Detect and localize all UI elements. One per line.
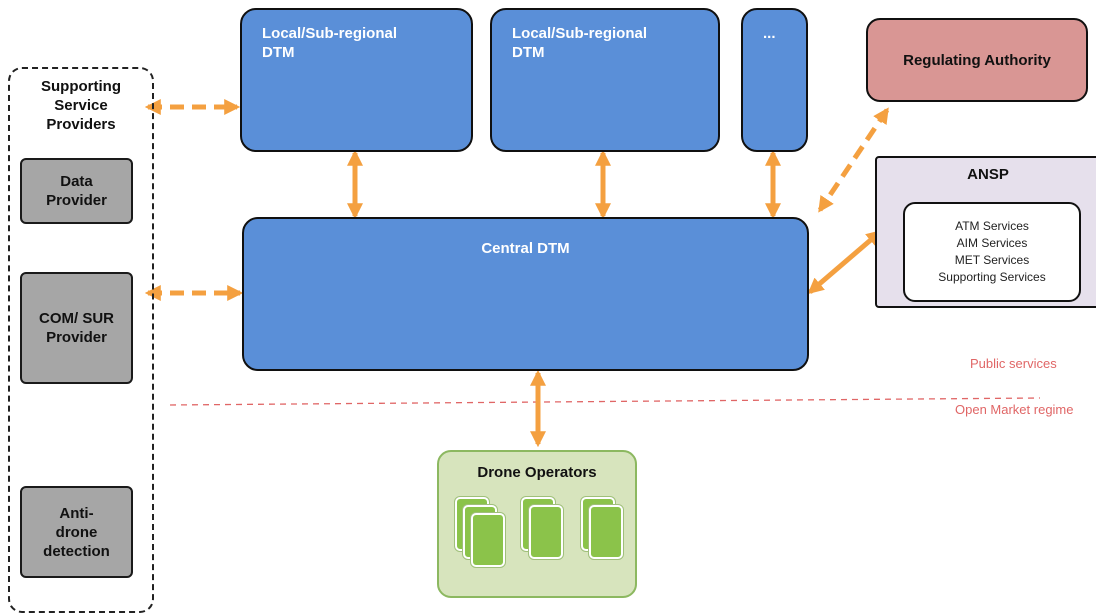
central-dtm-label: Central DTM [481, 240, 570, 257]
data-provider-box: Data Provider [20, 158, 133, 224]
drone-operators-label: Drone Operators [477, 464, 597, 481]
regulating-authority-box: Regulating Authority [866, 18, 1088, 102]
local-dtm-box-1: Local/Sub-regional DTM [240, 8, 473, 152]
drone-icon [471, 513, 505, 567]
drone-operators-box: Drone Operators [437, 450, 637, 598]
drone-icon [589, 505, 623, 559]
com-sur-provider-box: COM/ SUR Provider [20, 272, 133, 384]
com-sur-provider-label: COM/ SUR Provider [39, 310, 114, 346]
public-services-label: Public services [970, 356, 1057, 371]
arrow-regulator-central [817, 107, 890, 213]
ansp-service-supporting: Supporting Services [938, 270, 1046, 284]
ansp-service-met: MET Services [954, 253, 1030, 267]
ansp-service-aim: AIM Services [956, 236, 1028, 250]
local-dtm-box-2: Local/Sub-regional DTM [490, 8, 720, 152]
anti-drone-detection-label: Anti- drone detection [43, 504, 110, 560]
anti-drone-detection-box: Anti- drone detection [20, 486, 133, 578]
supporting-service-providers-group: Supporting Service Providers [8, 67, 154, 613]
data-provider-label: Data Provider [46, 173, 107, 209]
supporting-service-providers-title: Supporting Service Providers [41, 78, 121, 133]
drone-icon [529, 505, 563, 559]
local-dtm-box-more: ... [741, 8, 808, 152]
ansp-services-box: ATM Services AIM Services MET Services S… [903, 202, 1081, 302]
local-dtm-1-label: Local/Sub-regional DTM [262, 25, 398, 61]
ansp-box: ANSP ATM Services AIM Services MET Servi… [875, 156, 1096, 308]
regime-divider-line [169, 397, 1041, 406]
local-dtm-more-label: ... [763, 25, 776, 42]
open-market-regime-label: Open Market regime [955, 402, 1074, 417]
regulating-authority-label: Regulating Authority [903, 51, 1051, 69]
arrow-central-ansp [807, 229, 883, 295]
ansp-service-atm: ATM Services [955, 219, 1029, 233]
central-dtm-box: Central DTM [242, 217, 809, 371]
ansp-title: ANSP [967, 166, 1009, 183]
local-dtm-2-label: Local/Sub-regional DTM [512, 25, 648, 61]
